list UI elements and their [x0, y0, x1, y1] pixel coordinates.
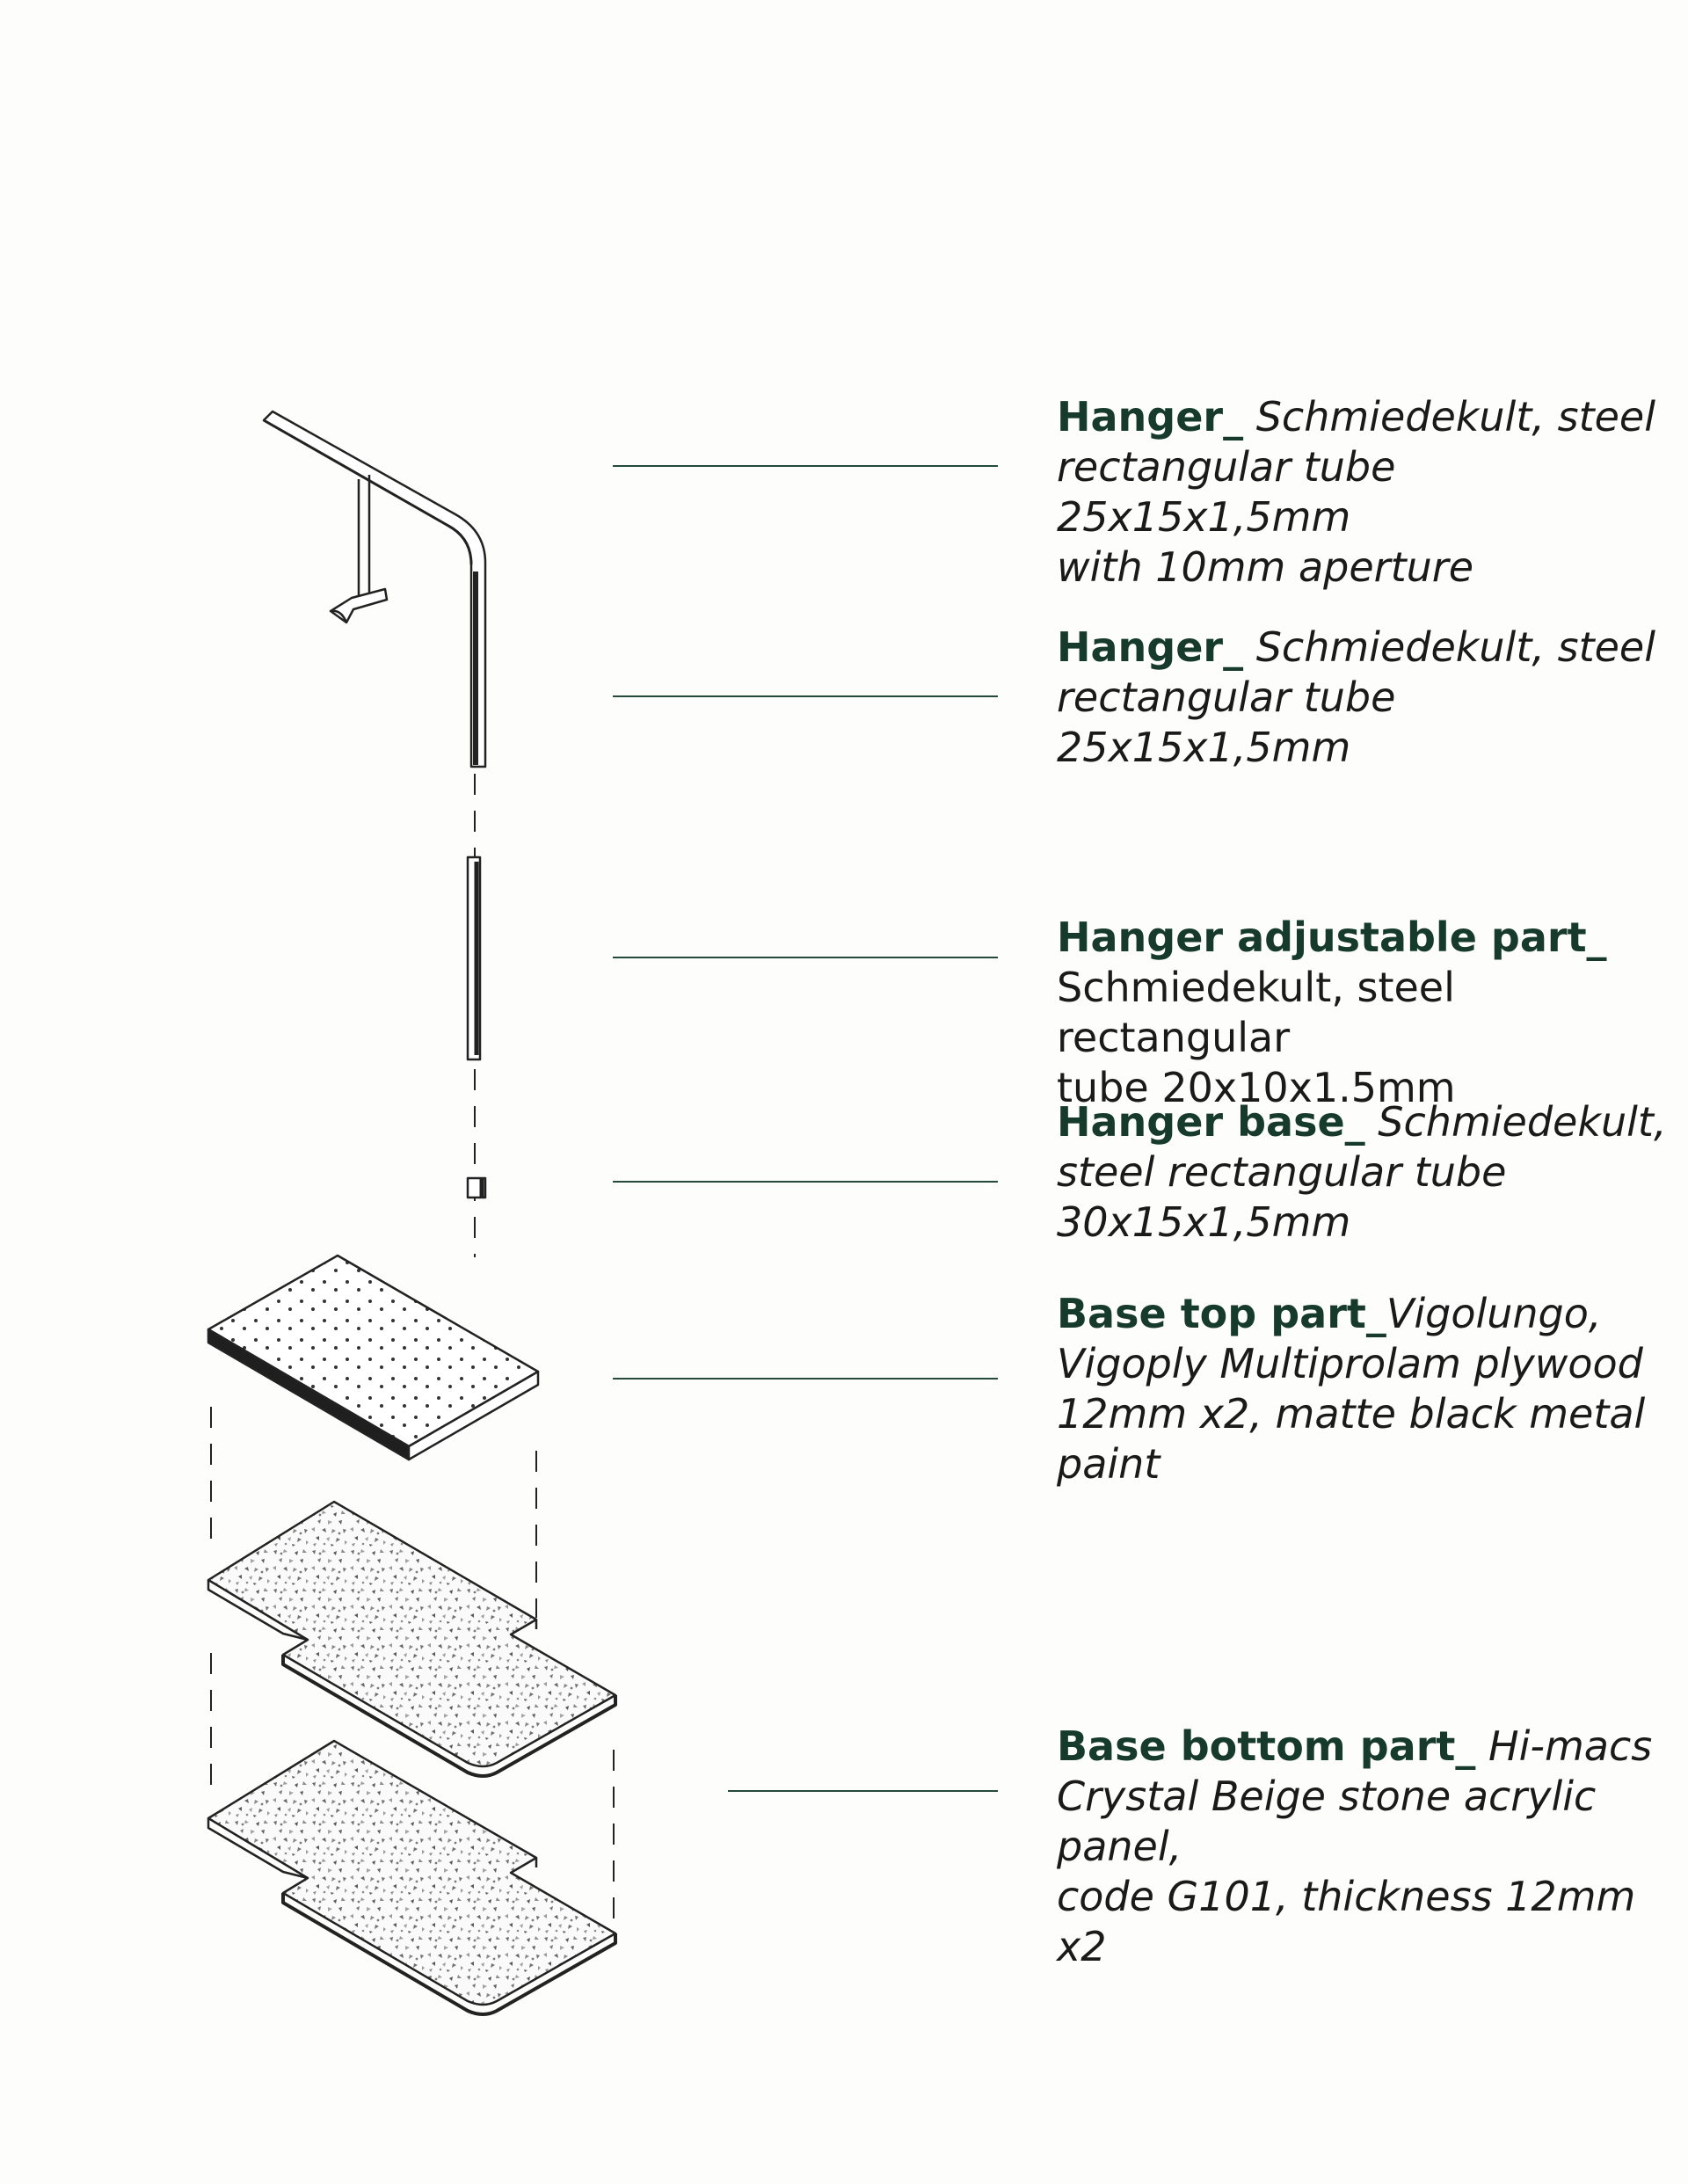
leader-line-hanger-2: [613, 695, 998, 697]
label-hanger-with-aperture: Hanger_ Schmiedekult, steel rectangular …: [1057, 392, 1672, 593]
hanger-base-part: [466, 1176, 487, 1199]
label-text: paint: [1057, 1440, 1160, 1488]
label-base-top-part: Base top part_Vigolungo, Vigoply Multipr…: [1057, 1289, 1672, 1489]
label-text: Schmiedekult,: [1364, 1098, 1667, 1146]
label-title: Base top part_: [1057, 1290, 1386, 1337]
label-text: rectangular tube 25x15x1,5mm: [1057, 443, 1396, 541]
label-text: 12mm x2, matte black metal: [1057, 1390, 1646, 1438]
leader-line-adjustable-part: [613, 957, 998, 958]
label-title: Hanger adjustable part_: [1057, 914, 1607, 961]
label-text: Schmiedekult, steel: [1243, 393, 1656, 440]
label-hanger: Hanger_ Schmiedekult, steel rectangular …: [1057, 622, 1672, 773]
leader-line-hanger-base: [613, 1181, 998, 1183]
base-bottom-part-1: [207, 1500, 617, 1778]
label-text: Schmiedekult, steel: [1243, 623, 1656, 671]
leader-line-hanger-1: [613, 465, 998, 467]
label-base-bottom-part: Base bottom part_ Hi-macs Crystal Beige …: [1057, 1722, 1672, 1972]
label-title: Base bottom part_: [1057, 1722, 1476, 1770]
label-text: Vigolungo,: [1386, 1290, 1602, 1337]
label-text: with 10mm aperture: [1057, 543, 1473, 591]
label-hanger-adjustable-part: Hanger adjustable part_ Schmiedekult, st…: [1057, 913, 1672, 1113]
leader-line-base-top: [613, 1378, 998, 1380]
leader-line-base-bottom: [728, 1790, 998, 1792]
base-bottom-part-2: [207, 1739, 617, 2016]
hanger-tube: [262, 410, 487, 768]
label-text: Vigoply Multiprolam plywood: [1057, 1340, 1643, 1387]
label-title: Hanger_: [1057, 393, 1244, 440]
label-text: tube 20x10x1.5mm: [1057, 1064, 1456, 1111]
hanger-hook: [329, 475, 389, 624]
hanger-adjustable-part: [466, 855, 482, 1061]
label-text: rectangular tube 25x15x1,5mm: [1057, 673, 1396, 771]
label-text: steel rectangular tube: [1057, 1148, 1507, 1196]
label-text: Hi-macs: [1475, 1722, 1653, 1770]
base-top-part: [207, 1254, 540, 1461]
label-text: Schmiedekult, steel rectangular: [1057, 964, 1455, 1061]
label-text: code G101, thickness 12mm x2: [1057, 1873, 1636, 1970]
label-text: 30x15x1,5mm: [1057, 1198, 1351, 1246]
label-hanger-base: Hanger base_ Schmiedekult, steel rectang…: [1057, 1097, 1672, 1248]
label-text: Crystal Beige stone acrylic panel,: [1057, 1773, 1597, 1870]
label-title: Hanger_: [1057, 623, 1244, 671]
label-title: Hanger base_: [1057, 1098, 1365, 1146]
